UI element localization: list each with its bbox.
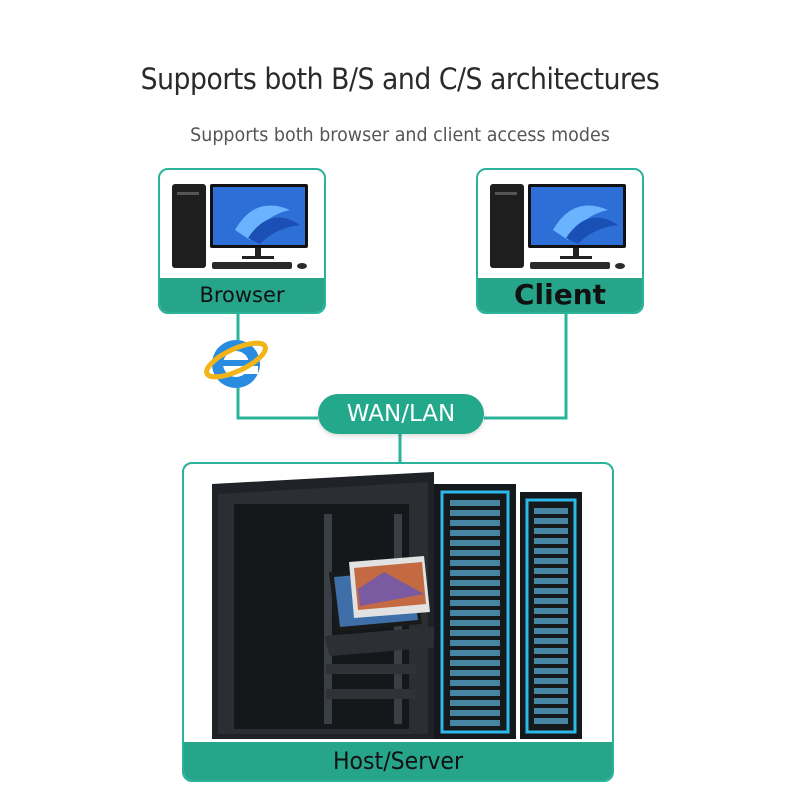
desktop-pc-icon [490,184,626,269]
server-rack-icon [212,472,582,739]
client-node: Client [476,168,644,314]
browser-node: Browser [158,168,326,314]
server-node: Host/Server [182,462,614,782]
page-title: Supports both B/S and C/S architectures [140,62,660,96]
network-pill: WAN/LAN [318,394,484,434]
browser-label: Browser [199,283,285,307]
desktop-pc-icon [172,184,308,269]
server-label: Host/Server [332,747,464,775]
client-connector [484,312,568,420]
page-subtitle: Supports both browser and client access … [190,124,610,146]
browser-icon [204,340,268,388]
client-label: Client [513,278,607,311]
